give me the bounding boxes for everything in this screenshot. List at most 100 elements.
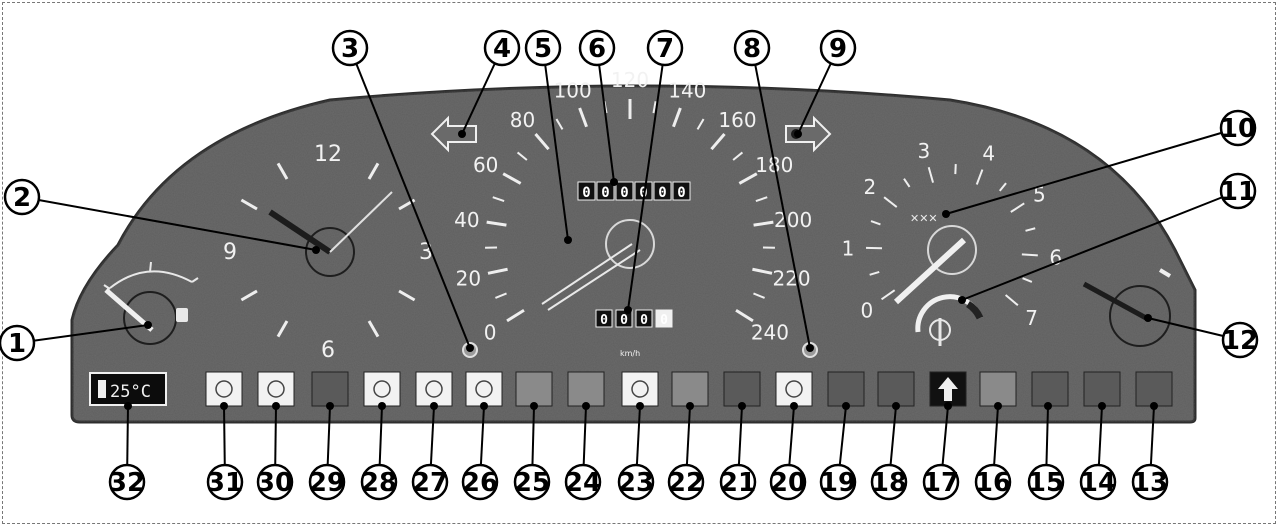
callout-number: 14 [1080,468,1116,498]
callout-target-dot [610,178,618,186]
callout-number: 1 [8,329,26,359]
speed-scale-label: 100 [554,78,592,102]
callout-target-dot [686,402,694,410]
warning-lamp [724,372,760,406]
callout-target-dot [994,402,1002,410]
tach-scale-label: 2 [864,175,877,199]
callout-target-dot [794,130,802,138]
callout-number: 20 [770,468,806,498]
callout-target-dot [564,236,572,244]
callout-number: 24 [565,468,601,498]
warning-lamp [258,372,294,406]
callout-number: 10 [1220,114,1256,144]
callout-target-dot [144,321,152,329]
callout-target-dot [458,130,466,138]
callout-number: 19 [820,468,856,498]
speed-scale-label: 0 [484,320,497,344]
callout-number: 4 [493,34,511,64]
speed-scale-label: 80 [510,108,535,132]
callout-number: 17 [923,468,959,498]
callout-target-dot [942,210,950,218]
callout-target-dot [272,402,280,410]
callout-target-dot [958,296,966,304]
warning-lamp [312,372,348,406]
warning-lamp [206,372,242,406]
odometer-digit: 0 [582,185,590,201]
callout-number: 25 [514,468,550,498]
callout-target-dot [806,344,814,352]
trip-digit: 0 [660,313,668,328]
tach-scale-label: 1 [842,236,855,260]
callout-target-dot [1150,402,1158,410]
fuel-pump-icon [176,308,188,322]
tach-scale-label: 4 [982,142,995,166]
callout-target-dot [582,402,590,410]
warning-lamp [878,372,914,406]
callout-number: 12 [1222,326,1258,356]
callout-target-dot [636,402,644,410]
temperature-display-value: 25°C [110,382,151,402]
speed-scale-label: 40 [454,208,479,232]
callout-number: 2 [13,183,31,213]
warning-lamp [1032,372,1068,406]
speed-scale-label: 20 [456,266,481,290]
warning-lamp [416,372,452,406]
warning-lamp [828,372,864,406]
odometer-digit: 0 [601,185,609,201]
trip-digit: 0 [640,313,648,328]
warning-lamp [364,372,400,406]
speed-scale-label: 160 [718,108,756,132]
callout-number: 18 [871,468,907,498]
callout-number: 32 [109,468,145,498]
speed-unit-label: km/h [620,349,640,358]
warning-lamp [466,372,502,406]
callout-target-dot [220,402,228,410]
tach-tick [1022,254,1038,255]
warning-lamp [516,372,552,406]
clock-scale-label: 12 [314,142,342,167]
callout-target-dot [466,344,474,352]
odometer-digit: 0 [658,185,666,201]
callout-target-dot [430,402,438,410]
warning-lamp [622,372,658,406]
redline-marker: ✕✕✕ [910,212,938,225]
callout-number: 30 [257,468,293,498]
callout-number: 3 [341,34,359,64]
callout-number: 29 [309,468,345,498]
warning-lamp [1084,372,1120,406]
callout-target-dot [1098,402,1106,410]
callout-number: 6 [588,34,606,64]
odometer-digit: 0 [620,185,628,201]
callout-number: 11 [1220,177,1256,207]
speed-scale-label: 240 [751,320,789,344]
trip-digit: 0 [600,313,608,328]
callout-number: 13 [1132,468,1168,498]
callout-target-dot [378,402,386,410]
callout-target-dot [1144,314,1152,322]
callout-number: 27 [412,468,448,498]
clock-scale-label: 6 [321,338,335,363]
warning-lamp [1136,372,1172,406]
trip-digit: 0 [620,313,628,328]
callout-number: 16 [975,468,1011,498]
callout-target-dot [842,402,850,410]
callout-target-dot [624,306,632,314]
tach-scale-label: 3 [917,139,930,163]
callout-target-dot [790,402,798,410]
callout-number: 28 [361,468,397,498]
temperature-display-icon [98,380,106,398]
callout-target-dot [892,402,900,410]
callout-number: 7 [656,34,674,64]
speed-scale-label: 140 [668,78,706,102]
callout-target-dot [326,402,334,410]
callout-number: 8 [743,34,761,64]
speed-scale-label: 200 [774,208,812,232]
callout-target-dot [124,402,132,410]
tach-scale-label: 7 [1025,306,1038,330]
callout-number: 5 [534,34,552,64]
warning-lamp [980,372,1016,406]
speed-scale-label: 120 [611,68,649,92]
tach-scale-label: 0 [860,299,873,323]
callout-target-dot [530,402,538,410]
